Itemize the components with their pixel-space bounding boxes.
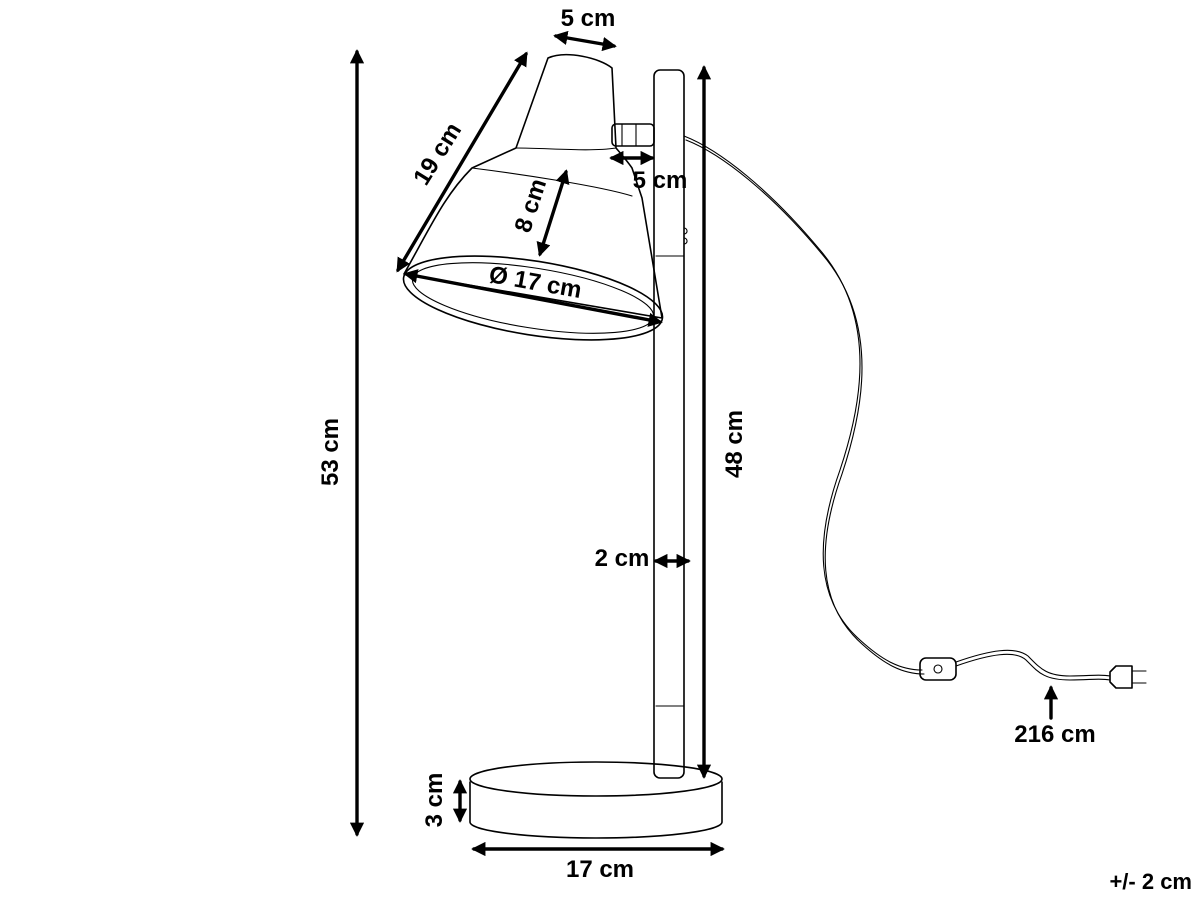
label-neck-width: 5 cm [633,167,688,194]
label-base-width: 17 cm [566,856,634,883]
cable-switch [919,657,957,681]
lamp-pole [653,69,688,779]
label-pole-height: 48 cm [721,410,748,478]
lamp-base [469,761,723,839]
power-plug [1109,665,1147,689]
label-base-height: 3 cm [421,773,448,828]
dim-arrow-shade-height [536,169,570,257]
label-pole-width: 2 cm [595,545,650,572]
label-total-height: 53 cm [317,418,344,486]
label-shade-length: 19 cm [408,118,467,190]
label-cable-length: 216 cm [1014,721,1095,748]
label-tolerance: +/- 2 cm [1109,869,1192,894]
label-shade-height: 8 cm [510,175,553,235]
dimension-arrows [349,30,1059,857]
label-top-width: 5 cm [561,5,616,32]
dim-arrow-shade-length [396,51,528,273]
dim-arrow-top-width [553,30,617,52]
lamp-neck [611,123,655,147]
dimension-labels: 5 cm 19 cm 5 cm 8 cm Ø 17 cm 53 cm 48 cm… [317,5,1192,894]
lamp-cable [683,135,1111,681]
dim-arrow-shade-diameter [403,269,663,327]
